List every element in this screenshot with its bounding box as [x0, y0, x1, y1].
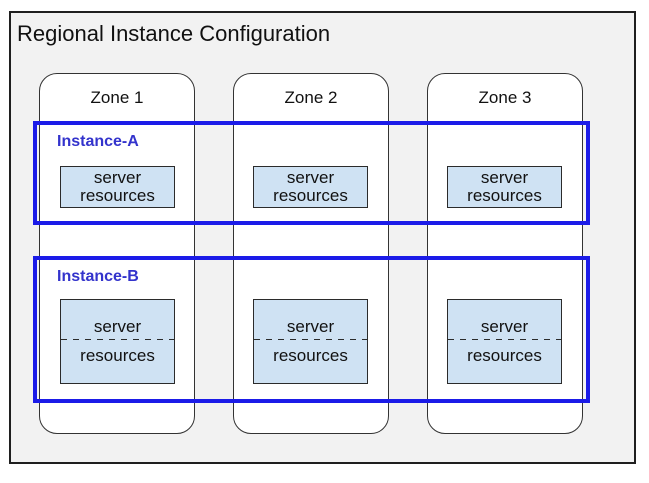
- server-resources-split-box: server resources: [253, 299, 368, 384]
- server-resources-label-line2: resources: [273, 186, 348, 205]
- dashed-divider: [254, 339, 367, 340]
- diagram-canvas: Regional Instance Configuration Zone 1 Z…: [9, 11, 636, 464]
- server-resources-box: server resources: [60, 166, 175, 208]
- instance-b-box: Instance-B: [33, 256, 590, 403]
- server-resources-split-box: server resources: [60, 299, 175, 384]
- server-resources-label-line2: resources: [467, 186, 542, 205]
- zone-1-label: Zone 1: [90, 88, 144, 107]
- server-resources-label-line2: resources: [80, 186, 155, 205]
- server-resources-label-line1: server: [480, 317, 529, 336]
- instance-a-box: Instance-A: [33, 121, 590, 225]
- zone-2-label: Zone 2: [284, 88, 338, 107]
- server-resources-label-line1: server: [286, 168, 335, 187]
- server-resources-box: server resources: [447, 166, 562, 208]
- diagram-title: Regional Instance Configuration: [17, 21, 331, 46]
- server-resources-split-box: server resources: [447, 299, 562, 384]
- instance-a-label: Instance-A: [57, 133, 139, 150]
- server-resources-box: server resources: [253, 166, 368, 208]
- server-resources-label-line1: server: [93, 317, 142, 336]
- server-resources-label-line1: server: [480, 168, 529, 187]
- server-resources-label-line2: resources: [273, 346, 348, 365]
- server-resources-label-line1: server: [286, 317, 335, 336]
- server-resources-label-line2: resources: [467, 346, 542, 365]
- dashed-divider: [448, 339, 561, 340]
- server-resources-label-line1: server: [93, 168, 142, 187]
- server-resources-label-line2: resources: [80, 346, 155, 365]
- zone-3-label: Zone 3: [478, 88, 532, 107]
- instance-b-label: Instance-B: [57, 268, 139, 285]
- dashed-divider: [61, 339, 174, 340]
